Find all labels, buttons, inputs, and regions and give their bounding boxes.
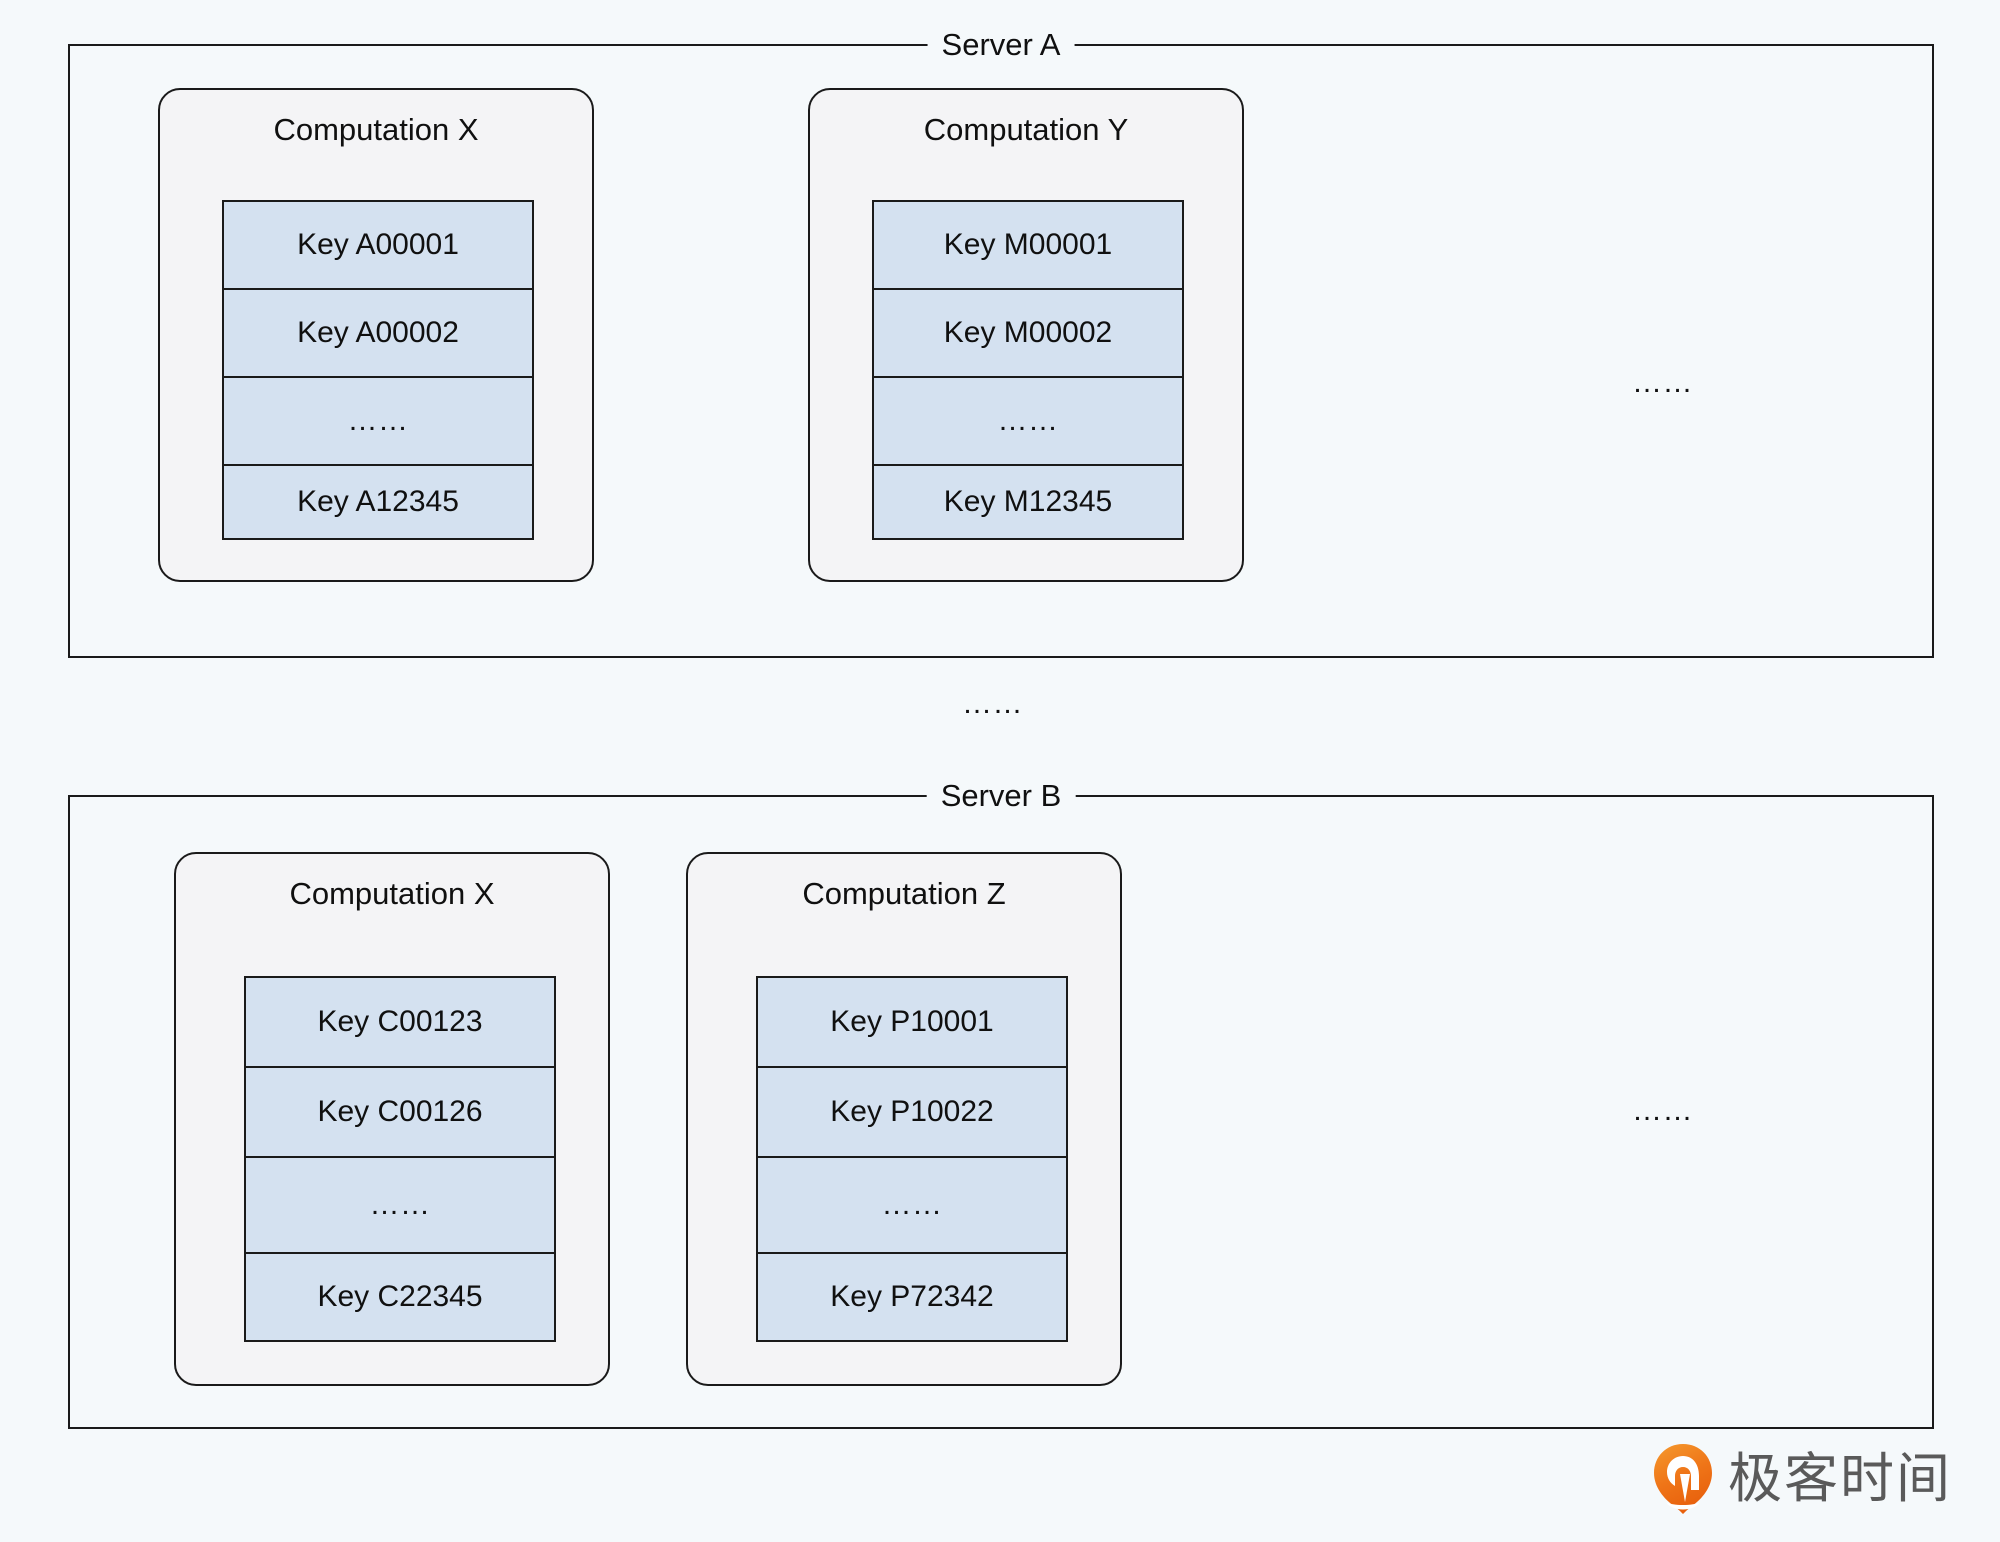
key-stack-z-b: Key P10001 Key P10022 …… Key P72342 <box>756 976 1068 1342</box>
key-stack-x-a: Key A00001 Key A00002 …… Key A12345 <box>222 200 534 540</box>
server-b-label: Server B <box>926 776 1076 816</box>
server-group-a: Server A Computation X Key A00001 Key A0… <box>68 25 1934 658</box>
computation-card-y-a-title: Computation Y <box>923 112 1129 147</box>
key-stack-x-b: Key C00123 Key C00126 …… Key C22345 <box>244 976 556 1342</box>
key-row: Key P10001 <box>758 978 1066 1068</box>
key-row-ellipsis: …… <box>246 1158 554 1254</box>
key-row: Key M00001 <box>874 202 1182 290</box>
key-row: Key A12345 <box>224 466 532 537</box>
computation-card-z-b: Computation Z Key P10001 Key P10022 …… K… <box>686 852 1122 1386</box>
geektime-logo-icon <box>1654 1444 1712 1514</box>
key-row: Key C22345 <box>246 1254 554 1339</box>
key-row: Key A00001 <box>224 202 532 290</box>
key-row: Key A00002 <box>224 290 532 378</box>
watermark-text: 极客时间 <box>1728 1447 1952 1510</box>
key-row: Key C00123 <box>246 978 554 1068</box>
key-row: Key M00002 <box>874 290 1182 378</box>
computation-card-x-b: Computation X Key C00123 Key C00126 …… K… <box>174 852 610 1386</box>
computation-card-x-a-title: Computation X <box>273 112 479 147</box>
more-servers-ellipsis: …… <box>962 687 1023 720</box>
server-a-label: Server A <box>927 25 1075 65</box>
computation-card-x-a: Computation X Key A00001 Key A00002 …… K… <box>158 88 594 582</box>
key-row-ellipsis: …… <box>874 378 1182 466</box>
key-stack-y-a: Key M00001 Key M00002 …… Key M12345 <box>872 200 1184 540</box>
computation-card-y-a: Computation Y Key M00001 Key M00002 …… K… <box>808 88 1244 582</box>
key-row-ellipsis: …… <box>758 1158 1066 1254</box>
key-row-ellipsis: …… <box>224 378 532 466</box>
key-row: Key M12345 <box>874 466 1182 537</box>
key-row: Key P72342 <box>758 1254 1066 1339</box>
key-row: Key C00126 <box>246 1068 554 1158</box>
more-computations-ellipsis-b: …… <box>1632 1094 1693 1127</box>
computation-card-x-b-title: Computation X <box>289 876 495 911</box>
more-computations-ellipsis-a: …… <box>1632 366 1693 399</box>
key-row: Key P10022 <box>758 1068 1066 1158</box>
watermark: 极客时间 <box>1652 1442 1952 1516</box>
computation-card-z-b-title: Computation Z <box>802 876 1006 911</box>
server-group-b: Server B Computation X Key C00123 Key C0… <box>68 776 1934 1429</box>
